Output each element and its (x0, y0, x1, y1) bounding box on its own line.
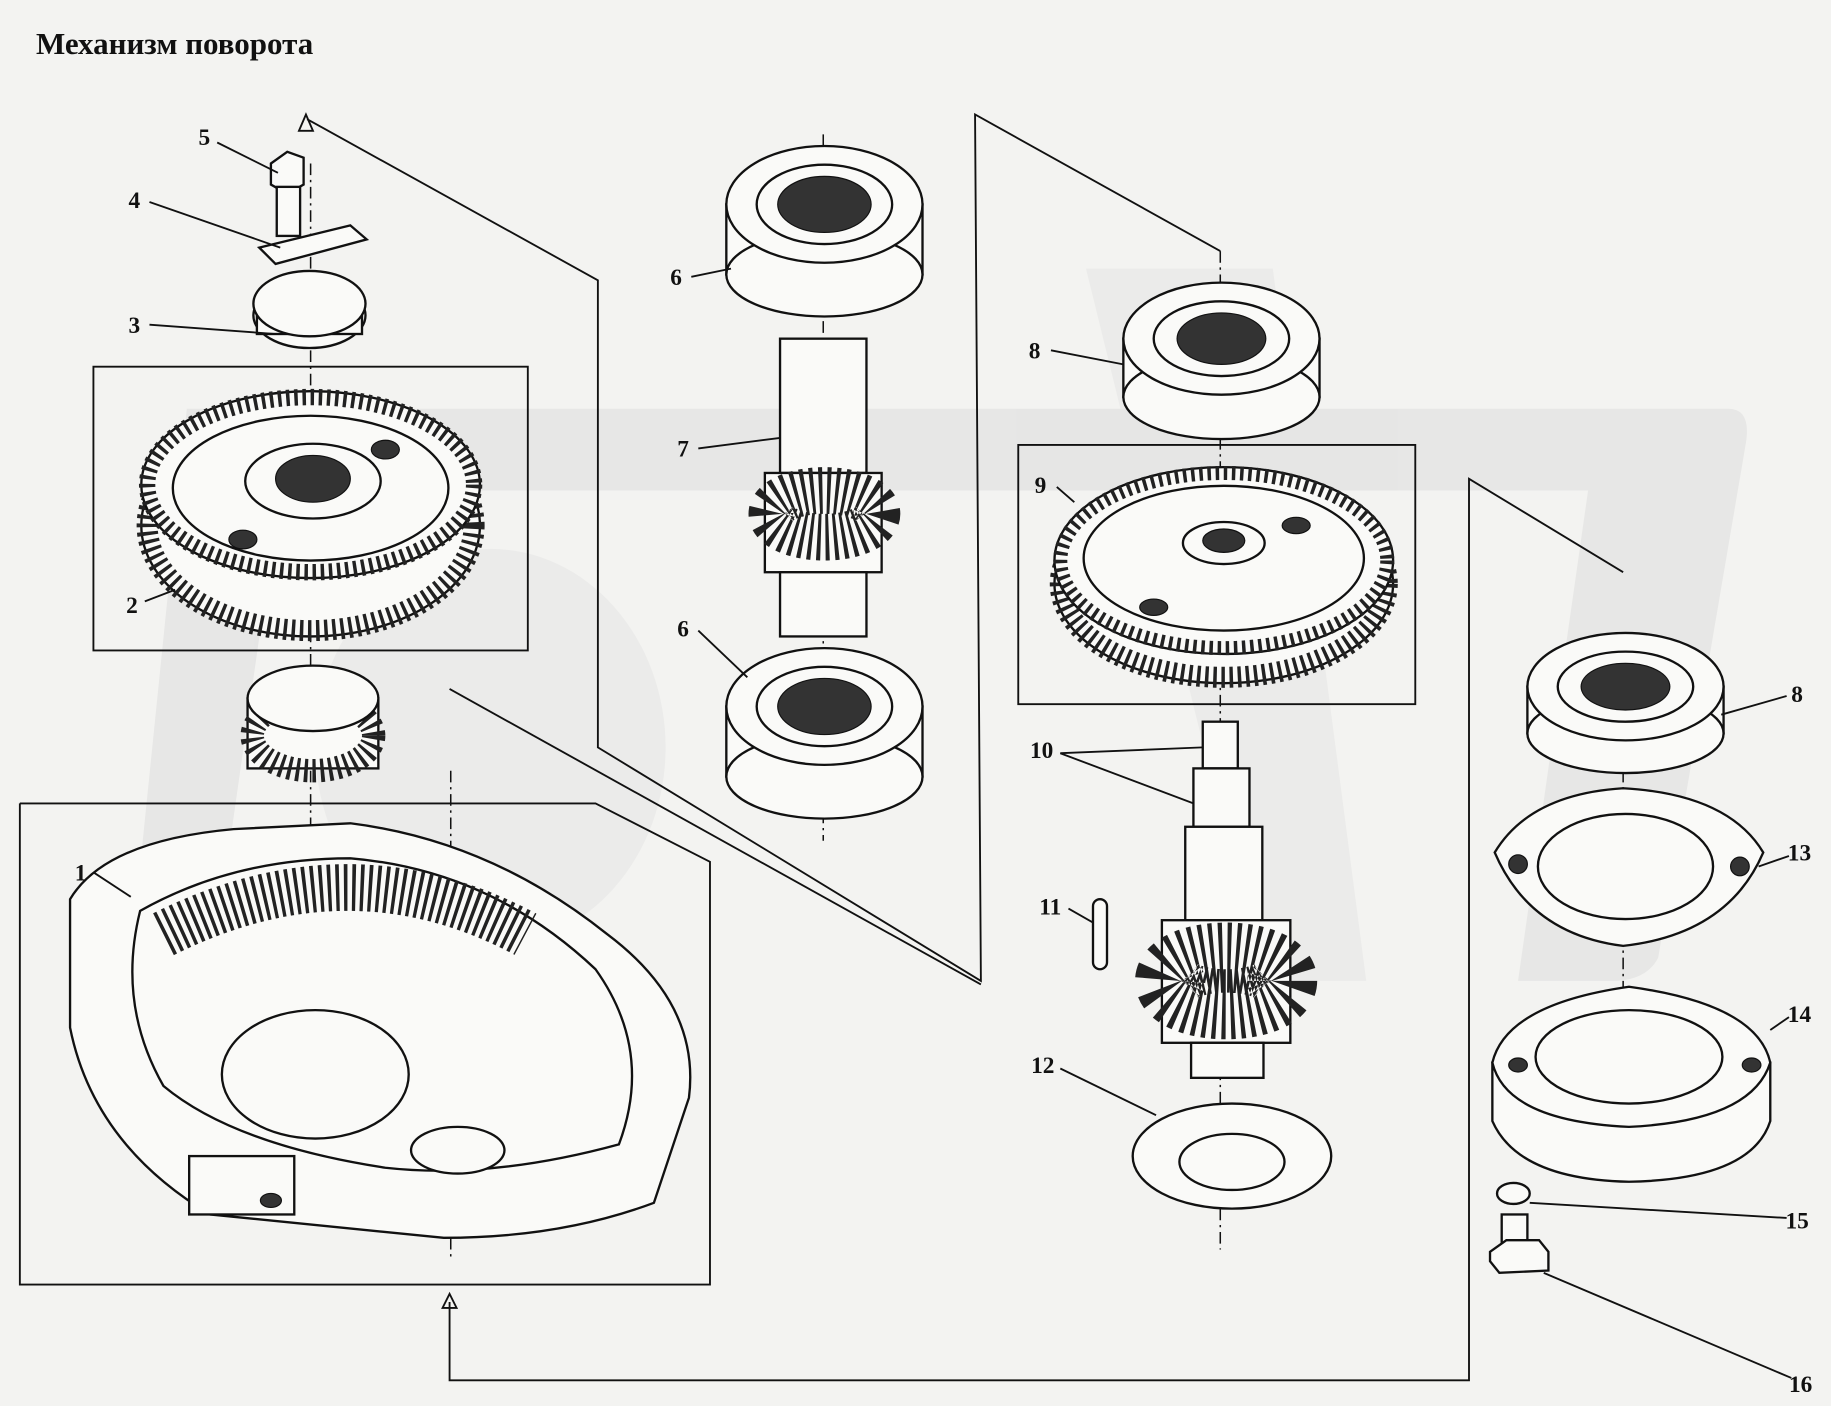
callouts: 1 2 3 4 5 6 6 7 8 8 9 10 11 12 13 14 15 … (75, 125, 1813, 1398)
callout-4: 4 (128, 188, 140, 214)
part-2-pinion (240, 664, 386, 783)
part-11-key (1091, 898, 1109, 971)
part-8-bearing-right (1526, 631, 1725, 775)
callout-6-bottom: 6 (677, 616, 689, 642)
callout-16: 16 (1789, 1372, 1812, 1398)
callout-13: 13 (1788, 841, 1811, 867)
callout-2: 2 (126, 593, 138, 619)
callout-8-right: 8 (1791, 682, 1803, 708)
callout-15: 15 (1785, 1208, 1808, 1234)
callout-12: 12 (1031, 1053, 1054, 1079)
part-1-housing (68, 822, 692, 1239)
callout-3: 3 (128, 313, 140, 339)
part-3-washer (252, 269, 367, 350)
callout-10: 10 (1030, 738, 1053, 764)
callout-8-top: 8 (1029, 339, 1041, 365)
part-6-bearing-bottom (725, 646, 924, 820)
diagram-title: Механизм поворота (36, 26, 314, 61)
part-8-bearing-top (1122, 281, 1321, 441)
gear-9-frame (1017, 443, 1417, 706)
callout-9: 9 (1035, 473, 1047, 499)
part-10-shaft (1135, 720, 1318, 1080)
callout-1: 1 (75, 860, 87, 886)
part-2-gear (136, 388, 485, 642)
assembly-lines (18, 112, 1624, 1382)
callout-14: 14 (1788, 1002, 1812, 1028)
part-4-lock-plate (256, 224, 370, 266)
callout-7: 7 (677, 437, 689, 463)
callout-6-top: 6 (670, 265, 682, 291)
part-14-cover (1491, 985, 1772, 1183)
part-16-bolt (1488, 1213, 1550, 1275)
part-15-spring-washer (1495, 1181, 1531, 1206)
part-12-thrust-washer (1131, 1102, 1333, 1210)
part-13-gasket (1493, 787, 1765, 948)
part-6-bearing-top (725, 144, 924, 318)
leader-lines (92, 141, 1792, 1379)
part-9-gear (1049, 465, 1398, 688)
callout-11: 11 (1039, 894, 1061, 920)
part-7-shaft (748, 337, 901, 638)
callout-5: 5 (199, 125, 211, 151)
part-5-bolt (269, 150, 305, 238)
